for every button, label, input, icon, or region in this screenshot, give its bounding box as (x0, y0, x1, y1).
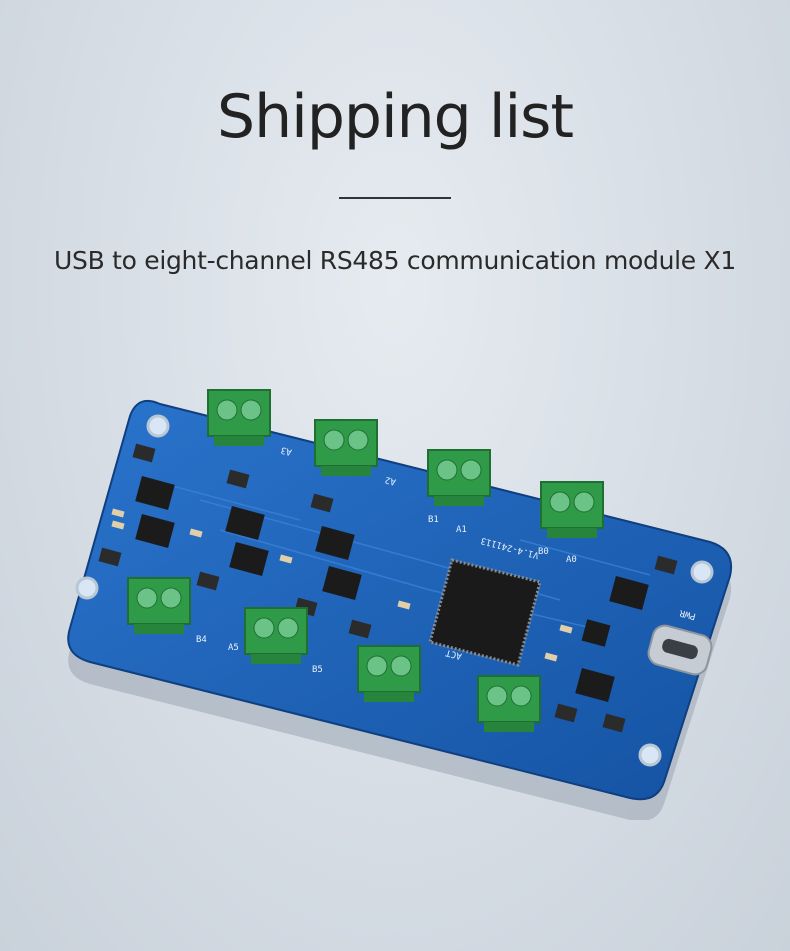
silkscreen-label: B5 (312, 665, 323, 675)
terminal-block (540, 481, 604, 538)
terminal-block (127, 577, 191, 634)
silkscreen-label: A1 (456, 525, 467, 535)
mounting-hole (75, 576, 99, 600)
title-divider (339, 197, 451, 199)
usb-c-port (647, 624, 713, 676)
mounting-hole (146, 414, 170, 438)
item-description: USB to eight-channel RS485 communication… (54, 246, 736, 275)
silkscreen-label: B0 (538, 547, 549, 557)
rs485-board-photo: A3 A2 B1 A1 B0 A0 B4 A5 B5 ACT PWR V1.4-… (67, 389, 732, 820)
silkscreen-label: A3 (280, 444, 293, 456)
product-image: A3 A2 B1 A1 B0 A0 B4 A5 B5 ACT PWR V1.4-… (0, 360, 790, 820)
transceiver-chips (135, 476, 649, 702)
terminal-block (477, 675, 541, 732)
mounting-hole (690, 560, 714, 584)
mcu-chip (428, 558, 542, 667)
terminal-block (427, 449, 491, 506)
silkscreen-label: A0 (566, 555, 577, 565)
silkscreen-label: B4 (196, 635, 207, 645)
silkscreen-label: B1 (428, 515, 439, 525)
mounting-hole (638, 743, 662, 767)
silkscreen-label: A2 (384, 474, 397, 486)
silkscreen-label: ACT (444, 647, 463, 661)
silkscreen-label: PWR (678, 607, 697, 621)
silkscreen-label: A5 (228, 643, 239, 653)
terminal-block (357, 645, 421, 702)
mounting-holes (75, 414, 714, 767)
terminal-block (207, 389, 271, 446)
terminal-block (314, 419, 378, 476)
pcb-board (67, 400, 732, 801)
terminal-blocks (127, 389, 604, 732)
page-title: Shipping list (217, 82, 574, 152)
terminal-block (244, 607, 308, 664)
resistors (111, 508, 573, 662)
